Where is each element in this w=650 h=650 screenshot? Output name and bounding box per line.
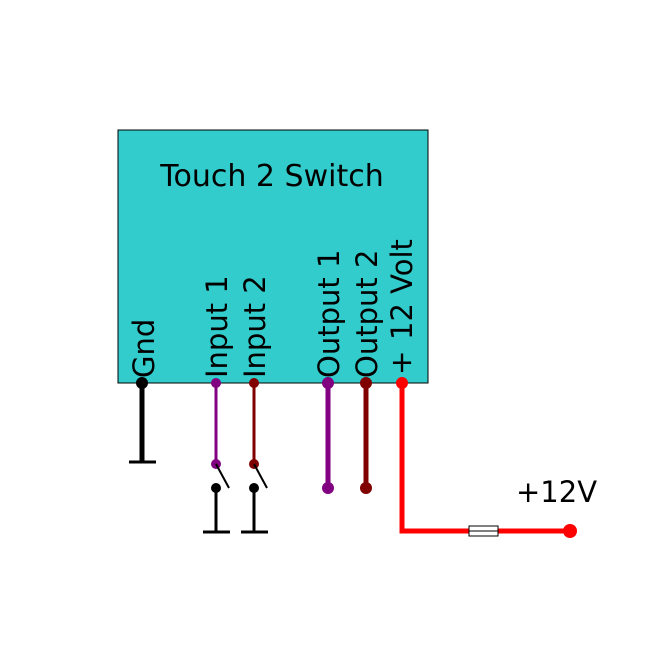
- pin-label-output-1: Output 1: [312, 250, 346, 378]
- pin-label-gnd: Gnd: [127, 319, 161, 378]
- input-2-wire: [249, 378, 259, 469]
- output-2-wire: [360, 377, 372, 494]
- pin-label-output-2: Output 2: [350, 250, 384, 378]
- module-title: Touch 2 Switch: [159, 159, 383, 194]
- pin-label-12-volt: 12 Volt: [385, 239, 419, 340]
- pin-label-input-2: Input 2: [238, 275, 272, 378]
- module-box: [117, 129, 429, 384]
- input-2-switch: [241, 463, 268, 534]
- power-wire: [396, 377, 577, 538]
- input-1-wire: [211, 378, 221, 469]
- supply-label: +12V: [516, 475, 597, 509]
- input-1-switch: [203, 463, 230, 534]
- fuse-icon: [468, 525, 499, 537]
- plus-mark: +: [390, 345, 414, 379]
- output-1-wire: [322, 377, 334, 494]
- gnd-wire: [129, 377, 156, 464]
- pin-label-input-1: Input 1: [200, 275, 234, 378]
